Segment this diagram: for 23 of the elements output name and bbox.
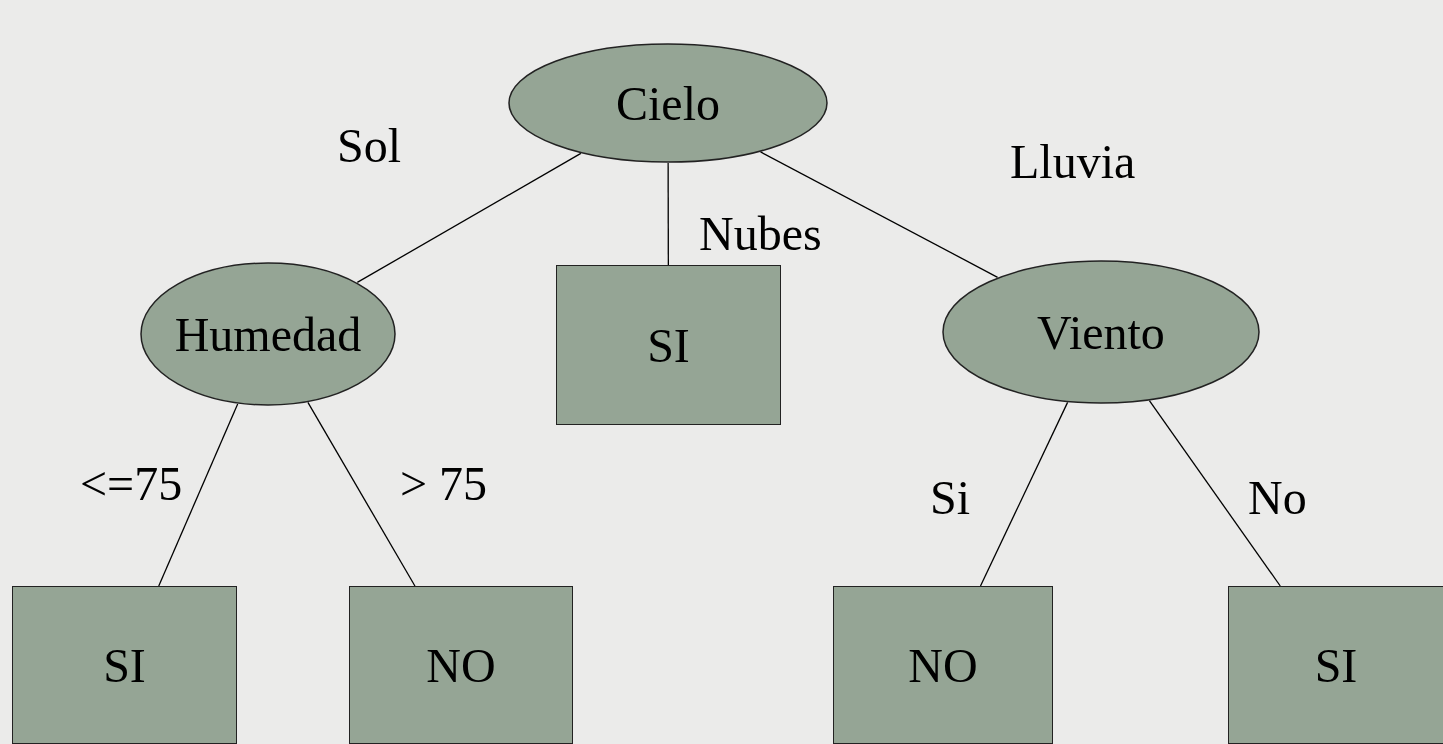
leaf-box bbox=[833, 586, 1053, 744]
node-label: SI bbox=[1314, 637, 1358, 693]
node-label: SI bbox=[647, 317, 690, 373]
node-label: NO bbox=[908, 637, 978, 693]
node-label: NO bbox=[426, 637, 496, 693]
node-label: Humedad bbox=[174, 306, 362, 362]
node-label: Viento bbox=[1037, 304, 1165, 360]
connector-line bbox=[1148, 399, 1281, 587]
decision-ellipse bbox=[140, 262, 396, 406]
decision-ellipse bbox=[942, 260, 1260, 404]
leaf-box bbox=[556, 265, 781, 425]
node-label: SI bbox=[103, 637, 146, 693]
connector-line bbox=[759, 151, 999, 278]
connector-line bbox=[307, 401, 416, 587]
connector-line bbox=[979, 401, 1069, 587]
connector-line bbox=[356, 152, 582, 284]
leaf-box bbox=[349, 586, 573, 744]
connector-line bbox=[667, 162, 669, 266]
leaf-box bbox=[12, 586, 237, 744]
leaf-box bbox=[1228, 586, 1443, 744]
node-label: Cielo bbox=[616, 75, 720, 131]
decision-ellipse bbox=[508, 43, 828, 163]
connector-line bbox=[158, 403, 239, 587]
